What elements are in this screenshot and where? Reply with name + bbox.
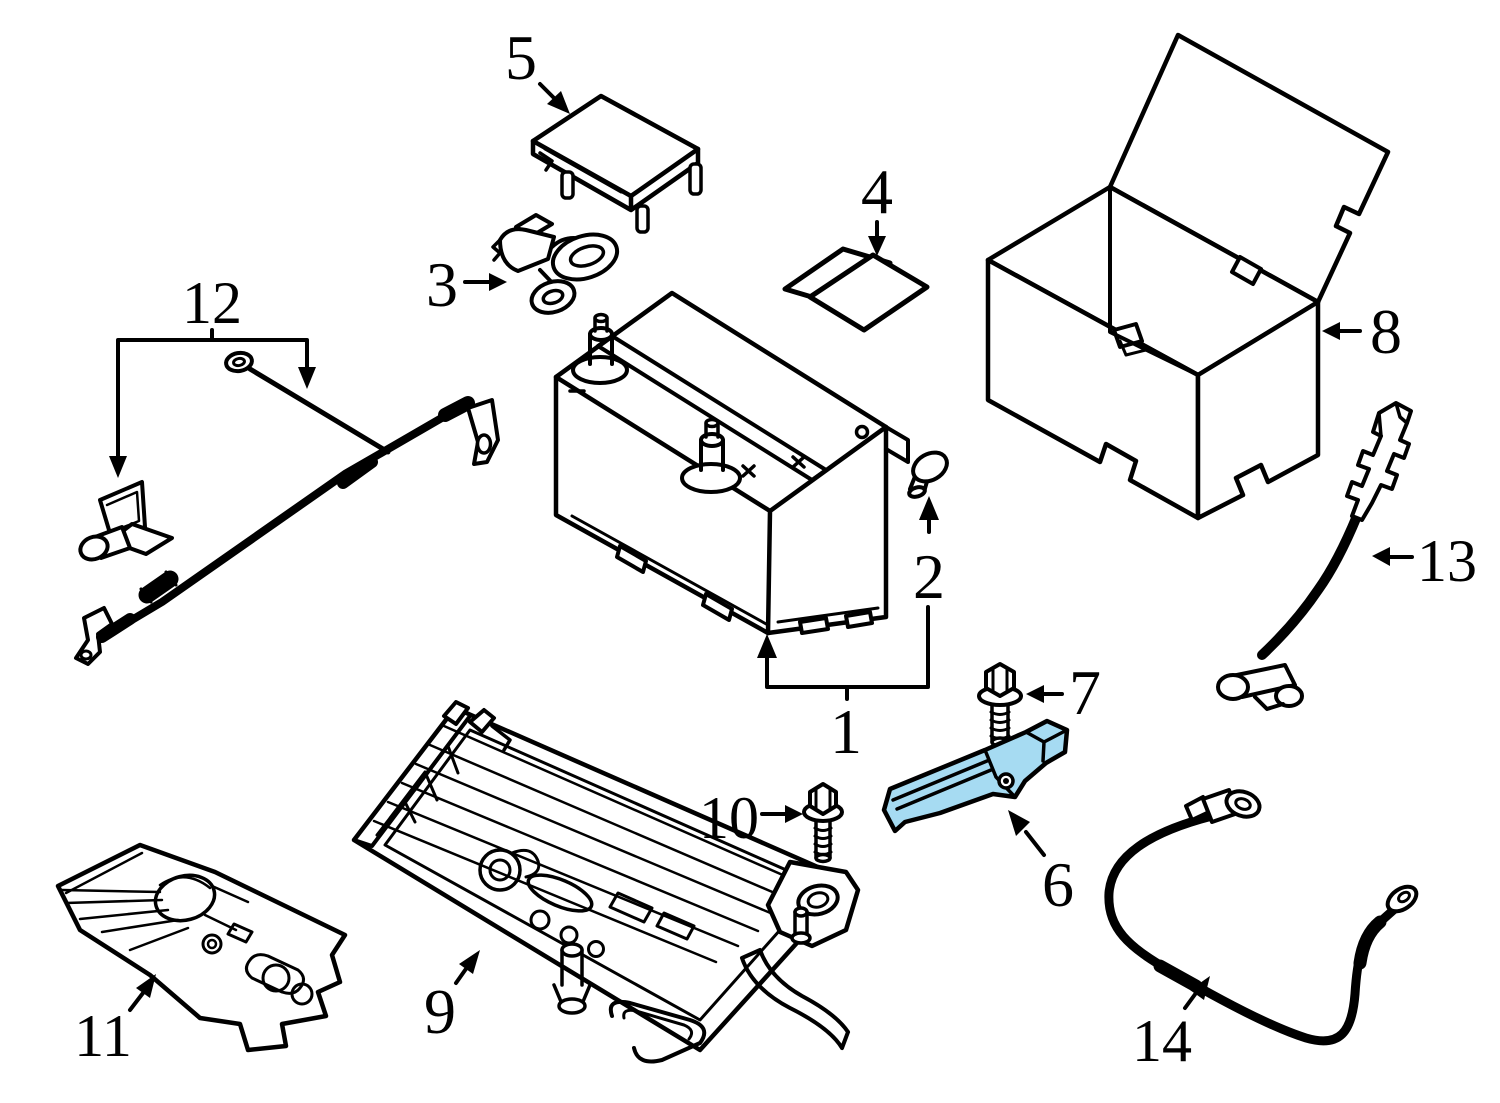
- callout-4[interactable]: 4: [861, 156, 893, 256]
- callout-10[interactable]: 10: [699, 785, 803, 851]
- part-9-battery-tray[interactable]: [351, 700, 861, 1064]
- callout-7[interactable]: 7: [1026, 657, 1101, 728]
- callout-9-label: 9: [424, 976, 456, 1047]
- part-11-bracket[interactable]: [55, 842, 348, 1053]
- callout-8-label: 8: [1370, 296, 1402, 367]
- callout-8[interactable]: 8: [1322, 296, 1402, 367]
- callout-1-label: 1: [830, 696, 862, 767]
- callout-2-label: 2: [913, 541, 945, 612]
- callout-4-label: 4: [861, 156, 893, 227]
- callout-3[interactable]: 3: [426, 249, 507, 320]
- cable-clamp: [78, 480, 174, 562]
- part-10-bolt[interactable]: [802, 782, 844, 864]
- part-4-label-sticker[interactable]: [782, 246, 930, 333]
- bracket-hole: [1003, 778, 1009, 784]
- callout-2[interactable]: 2: [913, 496, 945, 612]
- callout-12-label: 12: [182, 270, 242, 336]
- callout-3-label: 3: [426, 249, 458, 320]
- callout-11-label: 11: [74, 1003, 132, 1069]
- callout-14-label: 14: [1132, 1008, 1192, 1074]
- part-2-fastener[interactable]: [907, 447, 952, 499]
- part-7-bolt[interactable]: [977, 662, 1023, 748]
- part-14-ground-cable[interactable]: [1104, 787, 1421, 1046]
- callout-14[interactable]: 14: [1132, 976, 1210, 1074]
- callout-10-label: 10: [699, 785, 759, 851]
- callout-11[interactable]: 11: [74, 974, 156, 1069]
- part-3-terminal-clamp[interactable]: [491, 213, 623, 318]
- part-13-cable-bracket[interactable]: [1216, 401, 1413, 711]
- callout-12[interactable]: 12: [109, 270, 316, 478]
- callout-9[interactable]: 9: [424, 950, 480, 1047]
- part-12-cable-assembly[interactable]: [74, 350, 500, 666]
- part-5-cover[interactable]: [530, 93, 703, 234]
- part-1-battery[interactable]: [553, 290, 910, 636]
- callout-7-label: 7: [1069, 657, 1101, 728]
- callout-6[interactable]: 6: [1008, 810, 1074, 920]
- part-8-insulation-box[interactable]: [985, 32, 1391, 521]
- callout-6-label: 6: [1042, 849, 1074, 920]
- callout-1[interactable]: 1: [757, 605, 930, 767]
- part-6-holddown-bracket-highlighted[interactable]: [881, 718, 1070, 834]
- battery-terminal-positive: [680, 417, 806, 494]
- callout-13-label: 13: [1417, 528, 1477, 594]
- battery-terminal-negative: [568, 312, 629, 393]
- callout-5-label: 5: [505, 22, 537, 93]
- callout-13[interactable]: 13: [1372, 528, 1477, 594]
- callout-5[interactable]: 5: [505, 22, 570, 114]
